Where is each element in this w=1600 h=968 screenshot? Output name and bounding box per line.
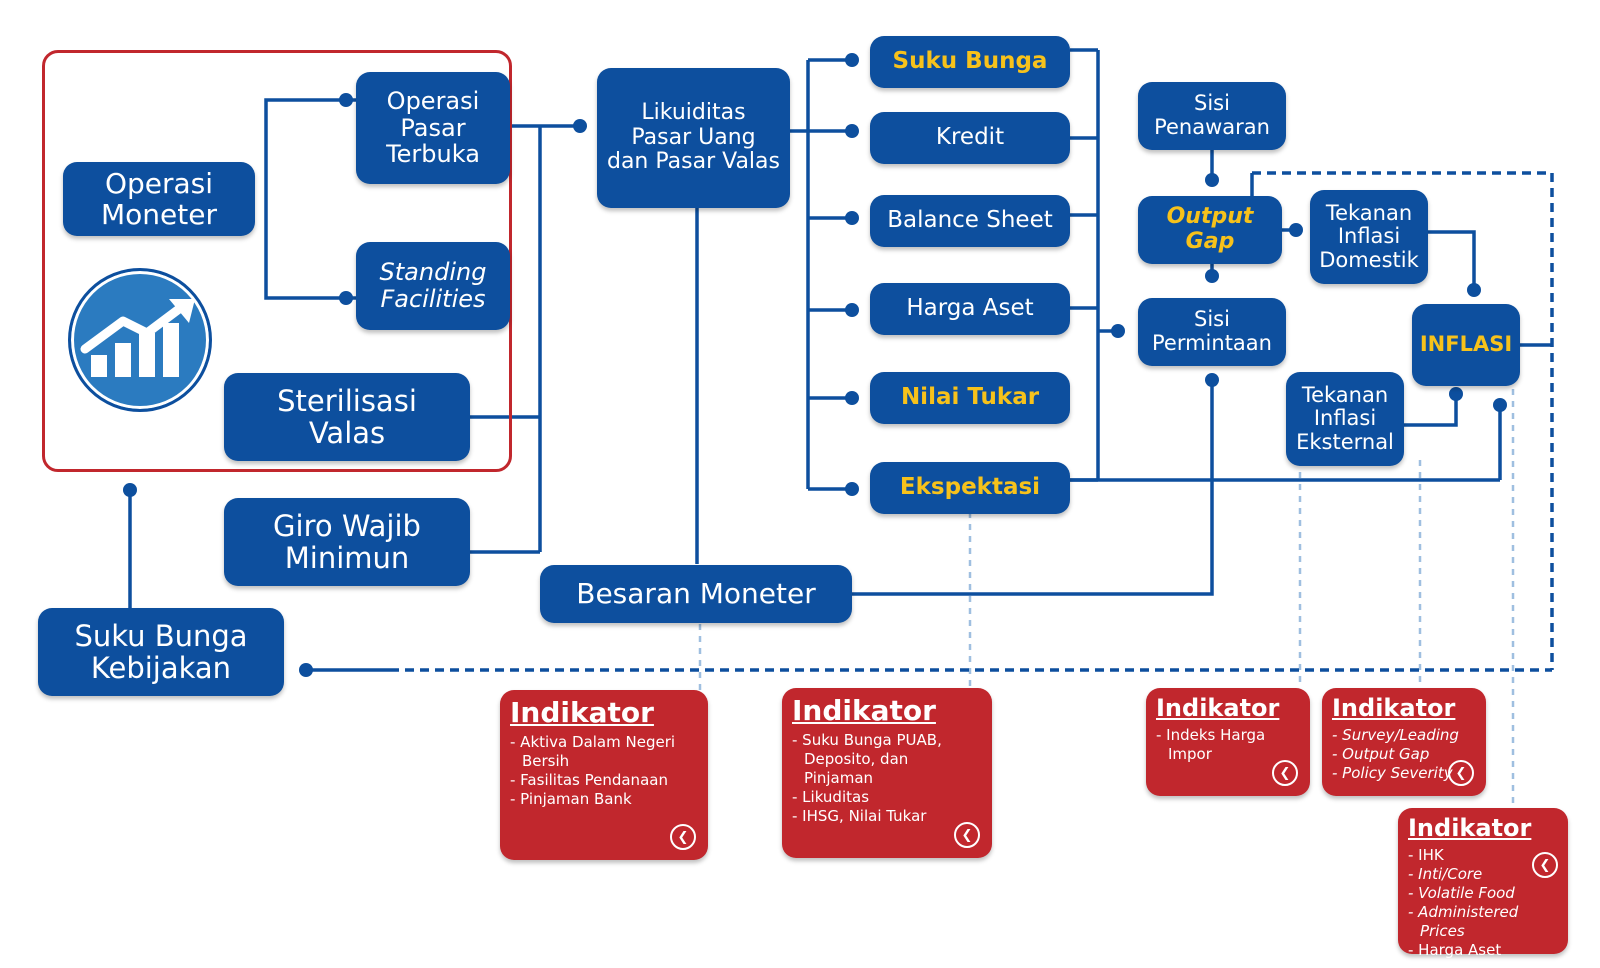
besaran-moneter-label: Besaran Moneter bbox=[576, 577, 816, 611]
tid-line2: Inflasi bbox=[1337, 224, 1401, 249]
opt-line1: Operasi bbox=[386, 86, 480, 115]
node-operasi-moneter: Operasi Moneter bbox=[63, 162, 255, 236]
indicator-item: - Harga Aset bbox=[1408, 941, 1502, 959]
indicator-item: - Aktiva Dalam Negeri Bersih bbox=[510, 733, 676, 770]
indicator-item: - Administered Prices bbox=[1408, 903, 1519, 940]
giro-line2: Minimun bbox=[284, 541, 410, 575]
indicator-title: Indikator bbox=[792, 694, 936, 727]
indicator-card-impor: Indikator - Indeks Harga Impor ❮ bbox=[1146, 688, 1310, 796]
indicator-item: - Output Gap bbox=[1332, 745, 1430, 763]
arrow-left-circle-icon[interactable]: ❮ bbox=[954, 822, 980, 848]
indicator-title: Indikator bbox=[1408, 814, 1532, 842]
permintaan-line1: Sisi bbox=[1194, 307, 1230, 332]
node-tekanan-inflasi-eksternal: Tekanan Inflasi Eksternal bbox=[1286, 372, 1404, 466]
node-sisi-penawaran: Sisi Penawaran bbox=[1138, 82, 1286, 150]
indicator-item: - Fasilitas Pendanaan bbox=[510, 771, 668, 789]
output-gap-line1: Output bbox=[1166, 204, 1254, 230]
node-sisi-permintaan: Sisi Permintaan bbox=[1138, 298, 1286, 366]
indicator-item: - Volatile Food bbox=[1408, 884, 1515, 902]
node-harga-aset: Harga Aset bbox=[870, 283, 1070, 335]
node-balance-sheet: Balance Sheet bbox=[870, 195, 1070, 247]
tid-line3: Domestik bbox=[1319, 247, 1419, 272]
inflasi-label: INFLASI bbox=[1419, 332, 1513, 357]
harga-aset-label: Harga Aset bbox=[906, 295, 1034, 322]
tie-line3: Eksternal bbox=[1296, 429, 1394, 454]
penawaran-line1: Sisi bbox=[1194, 91, 1230, 116]
arrow-left-circle-icon[interactable]: ❮ bbox=[1532, 852, 1558, 878]
node-suku-bunga-kebijakan: Suku Bunga Kebijakan bbox=[38, 608, 284, 696]
likuiditas-line1: Likuiditas bbox=[641, 100, 746, 126]
indicator-title: Indikator bbox=[1332, 694, 1456, 722]
indicator-item: - IHK bbox=[1408, 846, 1444, 864]
monetary-instruments-frame bbox=[42, 50, 512, 472]
node-likuiditas: Likuiditas Pasar Uang dan Pasar Valas bbox=[597, 68, 790, 208]
permintaan-line2: Permintaan bbox=[1152, 331, 1272, 355]
node-operasi-pasar-terbuka: Operasi Pasar Terbuka bbox=[356, 72, 510, 184]
chart-growth-icon bbox=[68, 268, 212, 412]
indicator-item: - Indeks Harga Impor bbox=[1156, 726, 1266, 763]
sterilisasi-line2: Valas bbox=[308, 416, 386, 450]
standing-facilities-line1: Standing bbox=[379, 258, 487, 287]
indicator-card-transmission: Indikator - Suku Bunga PUAB, Deposito, d… bbox=[782, 688, 992, 858]
likuiditas-line3: dan Pasar Valas bbox=[606, 149, 780, 175]
arrow-left-circle-icon[interactable]: ❮ bbox=[1272, 760, 1298, 786]
indicator-item: - Pinjaman Bank bbox=[510, 790, 632, 808]
node-suku-bunga: Suku Bunga bbox=[870, 36, 1070, 88]
tie-line1: Tekanan bbox=[1301, 382, 1389, 407]
giro-line1: Giro Wajib bbox=[273, 508, 421, 543]
standing-facilities-line2: Facilities bbox=[380, 285, 486, 313]
indicator-item: - IHSG, Nilai Tukar bbox=[792, 807, 927, 825]
sterilisasi-line1: Sterilisasi bbox=[277, 383, 417, 418]
arrow-left-circle-icon[interactable]: ❮ bbox=[1448, 760, 1474, 786]
ekspektasi-label: Ekspektasi bbox=[899, 474, 1041, 501]
tid-line1: Tekanan bbox=[1325, 200, 1413, 225]
node-output-gap: Output Gap bbox=[1138, 196, 1282, 264]
sbk-line2: Kebijakan bbox=[90, 651, 232, 685]
node-tekanan-inflasi-domestik: Tekanan Inflasi Domestik bbox=[1310, 190, 1428, 284]
suku-bunga-label: Suku Bunga bbox=[892, 48, 1048, 75]
node-besaran-moneter: Besaran Moneter bbox=[540, 565, 852, 623]
node-standing-facilities: Standing Facilities bbox=[356, 242, 510, 330]
balance-sheet-label: Balance Sheet bbox=[887, 207, 1053, 234]
indicator-item: - Inti/Core bbox=[1408, 865, 1483, 883]
operasi-moneter-line1: Operasi bbox=[104, 166, 214, 200]
node-kredit: Kredit bbox=[870, 112, 1070, 164]
node-sterilisasi-valas: Sterilisasi Valas bbox=[224, 373, 470, 461]
node-ekspektasi: Ekspektasi bbox=[870, 462, 1070, 514]
opt-line3: Terbuka bbox=[386, 140, 480, 169]
indicator-card-besaran-moneter: Indikator - Aktiva Dalam Negeri Bersih -… bbox=[500, 690, 708, 860]
indicator-card-output-gap: Indikator - Survey/Leading - Output Gap … bbox=[1322, 688, 1486, 796]
indicator-title: Indikator bbox=[1156, 694, 1280, 722]
indicator-item: - Suku Bunga PUAB, Deposito, dan Pinjama… bbox=[792, 731, 942, 787]
tie-line2: Inflasi bbox=[1313, 406, 1377, 431]
nilai-tukar-label: Nilai Tukar bbox=[900, 384, 1040, 411]
kredit-label: Kredit bbox=[935, 124, 1005, 151]
penawaran-line2: Penawaran bbox=[1154, 115, 1270, 139]
indicator-title: Indikator bbox=[510, 696, 654, 729]
indicator-card-inflasi: Indikator - IHK - Inti/Core - Volatile F… bbox=[1398, 808, 1568, 959]
node-nilai-tukar: Nilai Tukar bbox=[870, 372, 1070, 424]
indicator-item: - Survey/Leading bbox=[1332, 726, 1459, 744]
node-giro-wajib-minimum: Giro Wajib Minimun bbox=[224, 498, 470, 586]
output-gap-line2: Gap bbox=[1185, 229, 1235, 254]
arrow-left-circle-icon[interactable]: ❮ bbox=[670, 824, 696, 850]
sbk-line1: Suku Bunga bbox=[74, 618, 248, 653]
indicator-item: - Likuditas bbox=[792, 788, 870, 806]
likuiditas-line2: Pasar Uang bbox=[631, 124, 756, 150]
operasi-moneter-line2: Moneter bbox=[101, 198, 217, 231]
indicator-item: - Policy Severity bbox=[1332, 764, 1453, 782]
node-inflasi: INFLASI bbox=[1412, 304, 1520, 386]
opt-line2: Pasar bbox=[400, 113, 466, 142]
